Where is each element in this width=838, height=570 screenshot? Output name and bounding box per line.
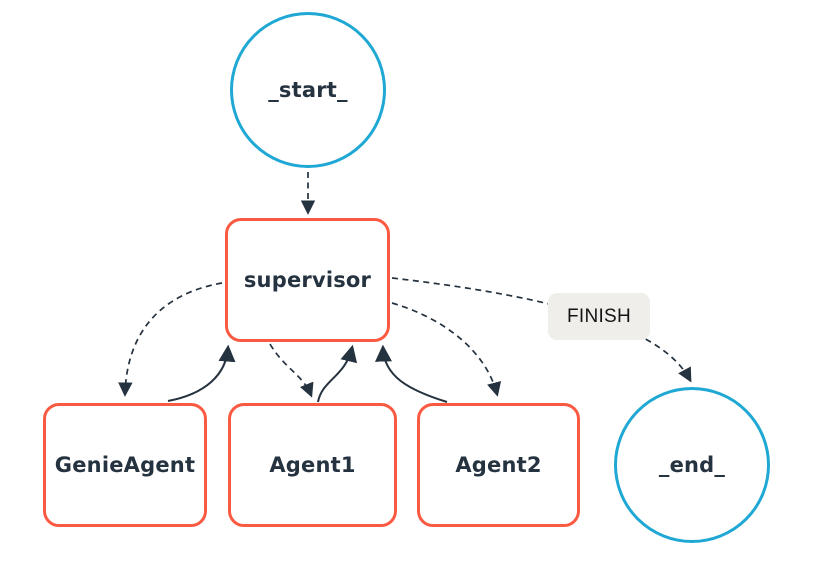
node-agent2-label: Agent2 [455, 453, 542, 477]
edge-agent1-to-supervisor [317, 344, 358, 403]
node-start-label: _start_ [268, 78, 348, 102]
node-end: _end_ [614, 387, 770, 543]
node-start: _start_ [230, 12, 386, 168]
edge-genieagent-to-supervisor [167, 344, 236, 402]
node-agent1: Agent1 [228, 403, 397, 527]
edge-label-finish: FINISH [548, 293, 650, 340]
node-supervisor-label: supervisor [243, 268, 372, 292]
edge-supervisor-to-genieagent [118, 282, 223, 397]
edge-supervisor-to-agent2 [391, 302, 502, 397]
edge-label-finish-text: FINISH [566, 305, 632, 327]
node-genieagent: GenieAgent [43, 403, 207, 527]
node-genieagent-label: GenieAgent [54, 453, 196, 477]
edge-agent2-to-supervisor [375, 344, 448, 403]
node-agent1-label: Agent1 [269, 453, 356, 477]
node-end-label: _end_ [658, 453, 726, 477]
node-agent2: Agent2 [417, 403, 580, 527]
node-supervisor: supervisor [225, 218, 390, 342]
edge-supervisor-to-agent1 [269, 343, 314, 398]
